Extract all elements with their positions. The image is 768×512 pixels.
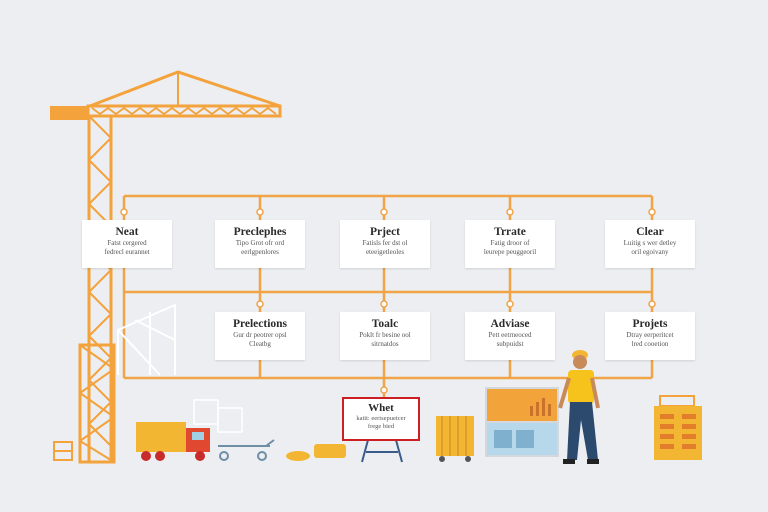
card-title: Toalc <box>371 318 399 330</box>
card-title: Clear <box>636 226 664 238</box>
card-title: Neat <box>115 226 139 238</box>
card-title: Adviase <box>490 318 530 330</box>
card-text: lred cooetion <box>631 340 669 348</box>
card-text: Fatig droor of <box>490 239 530 247</box>
card-text: Luitig s wer detley <box>623 239 677 247</box>
card-text: Fatst cergered <box>107 239 147 247</box>
card-text: Dtray eerperitcet <box>626 331 674 339</box>
power-unit-icon <box>654 395 702 460</box>
pipe-cart-icon <box>218 439 275 461</box>
control-panel-icon <box>485 387 559 457</box>
card-text: Cleatbg <box>249 340 271 348</box>
card-text: Fatisls fer dst ol <box>362 239 408 247</box>
dump-truck-icon <box>136 422 210 461</box>
bottom-card-2: Toalc Poklt fr besine ool sitrnatdos <box>340 312 430 360</box>
bottom-card-1: Prelections Gur dr peotrer opsl Cleatbg <box>215 312 305 360</box>
sign-title: Whet <box>368 402 394 414</box>
sign-stand-icon <box>361 439 403 463</box>
card-text: Poklt fr besine ool <box>359 331 411 339</box>
tower-crane-icon <box>50 70 282 464</box>
card-title: Trrate <box>494 226 526 238</box>
top-card-3: Prject Fatisls fer dst ol eteeigetleoles <box>340 220 430 268</box>
top-card-4: Trrate Fatig droor of leurepe peuggeoril <box>465 220 555 268</box>
card-text: Gur dr peotrer opsl <box>233 331 287 339</box>
site-sign: Whet katit: eerisepuetcer frege bied <box>342 397 420 441</box>
sandbag-icon <box>286 444 346 461</box>
sign-text: katit: eerisepuetcer <box>356 415 406 422</box>
card-text: Tipo Grot ofr ord <box>235 239 285 247</box>
top-card-2: Preclephes Tipo Grot ofr ord eerlgpenlor… <box>215 220 305 268</box>
crate-stack-icon <box>193 399 243 433</box>
card-text: subpuidst <box>496 340 524 348</box>
card-text: fedrecl eurannet <box>104 248 150 256</box>
card-text: sitrnatdos <box>371 340 399 348</box>
top-card-5: Clear Luitig s wer detley oril egoivany <box>605 220 695 268</box>
card-text: eteeigetleoles <box>365 248 405 256</box>
top-card-1: Neat Fatst cergered fedrecl eurannet <box>82 220 172 268</box>
card-title: Projets <box>632 318 668 330</box>
card-text: oril egoivany <box>631 248 669 256</box>
card-title: Preclephes <box>233 226 287 238</box>
sign-text: frege bied <box>367 423 395 430</box>
bottom-card-4: Projets Dtray eerperitcet lred cooetion <box>605 312 695 360</box>
generator-icon <box>436 416 474 462</box>
card-title: Prject <box>370 226 400 238</box>
card-title: Prelections <box>232 318 288 330</box>
worker-icon <box>558 350 600 464</box>
scaffold-icon <box>117 303 176 376</box>
bottom-card-3: Adviase Pett eetrneoced subpuidst <box>465 312 555 360</box>
card-text: Pett eetrneoced <box>488 331 532 339</box>
card-text: eerlgpenlores <box>241 248 279 256</box>
barricade-icon <box>53 441 73 461</box>
card-text: leurepe peuggeoril <box>483 248 537 256</box>
